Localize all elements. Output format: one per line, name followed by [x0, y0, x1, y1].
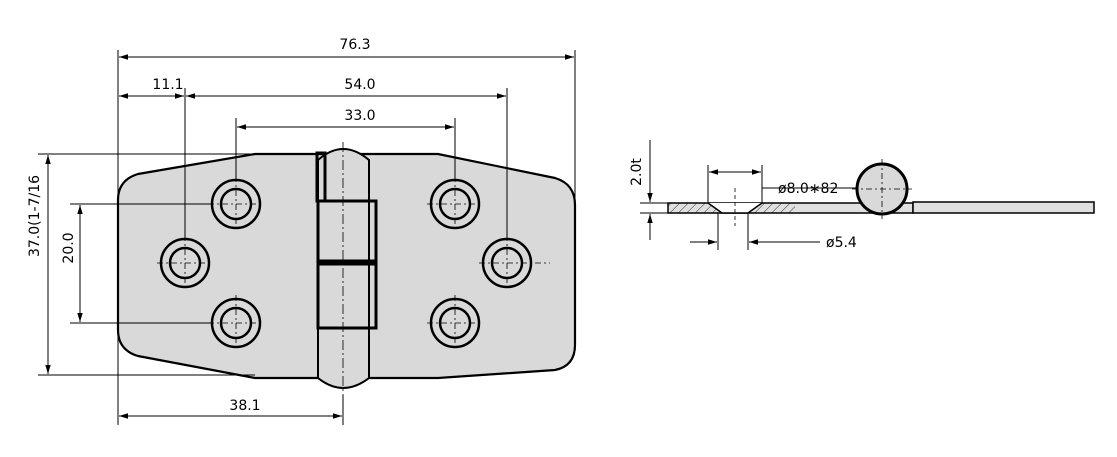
dim-label-hole-offset: 11.1 [152, 77, 183, 93]
dim-hole-diameter [690, 213, 820, 250]
dim-label-thickness: 2.0t [629, 158, 645, 186]
dim-label-hole-vertical-span: 20.0 [61, 232, 77, 263]
hinge-knuckle [315, 142, 378, 398]
dim-label-inner-hole-span: 33.0 [344, 108, 375, 124]
dim-label-overall-width: 76.3 [339, 37, 370, 53]
dim-thickness [640, 140, 668, 240]
side-view: 2.0t ø8.0∗82 ø5.4 [629, 140, 1095, 251]
front-view: 76.3 11.1 54.0 33.0 37.0(1-7/16 20.0 38.… [27, 37, 577, 425]
extension-lines [38, 50, 576, 425]
dim-label-hole-diameter: ø5.4 [826, 235, 857, 251]
dim-label-center-to-edge: 38.1 [229, 398, 260, 414]
dim-countersink [707, 165, 858, 226]
dim-label-overall-height: 37.0(1-7/16 [27, 175, 43, 257]
side-plate-right-leaf [912, 201, 1095, 214]
dim-label-outer-hole-span: 54.0 [344, 77, 375, 93]
side-knuckle [852, 159, 912, 219]
dim-label-countersink: ø8.0∗82 [778, 181, 838, 197]
screw-hole-bottom-right [427, 295, 483, 351]
